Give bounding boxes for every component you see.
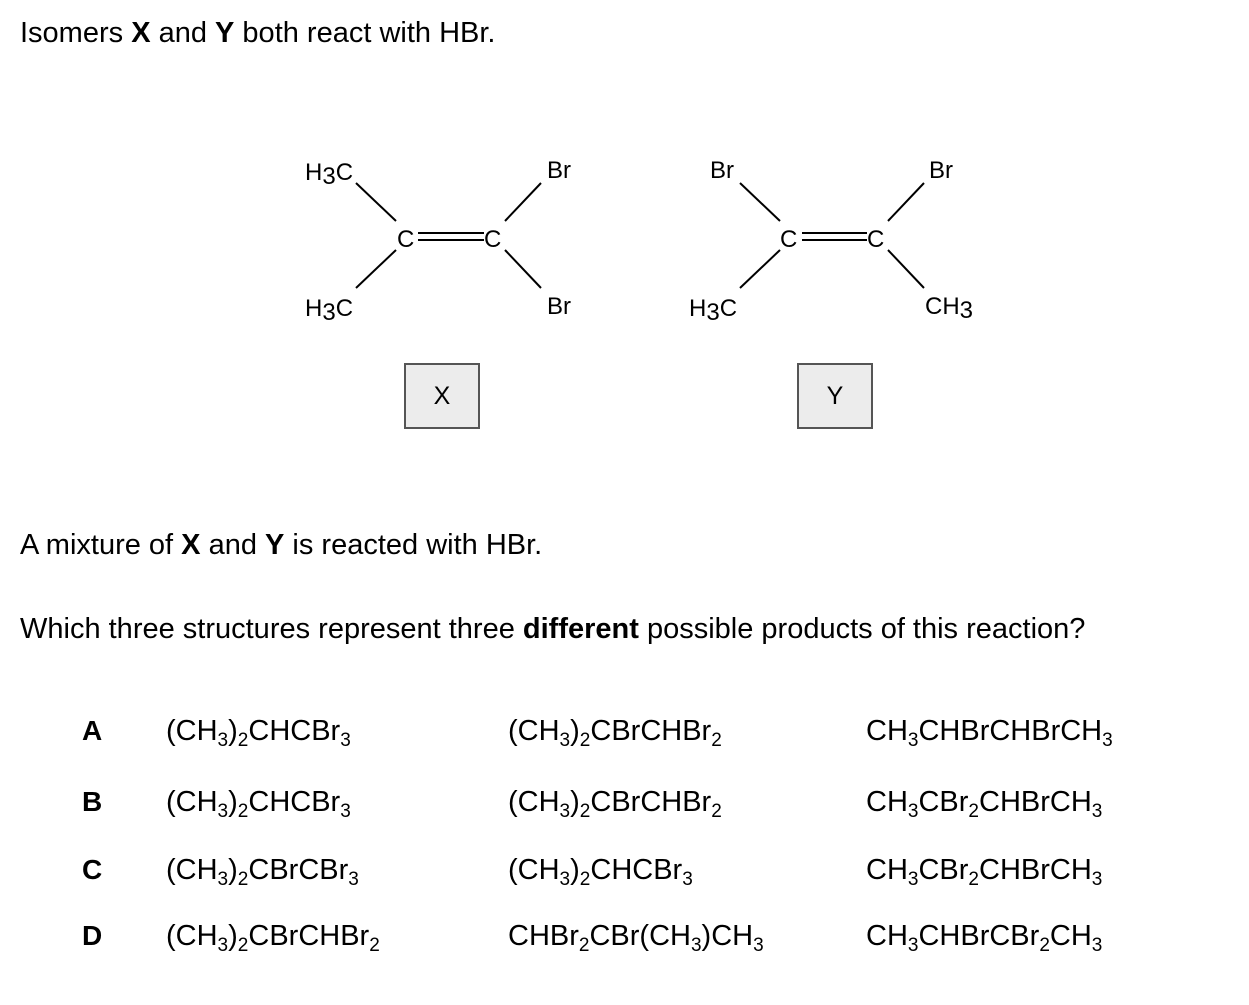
option-c[interactable]: C (CH3)2CBrCBr3 (CH3)2CHCBr3 CH3CBr2CHBr… [0, 854, 1249, 904]
isomer-y-label: Y [797, 363, 873, 429]
x-bond-bottom-left [355, 249, 397, 289]
option-letter: A [82, 715, 103, 746]
question-emphasis: different [522, 613, 639, 645]
question-part: Which three structures represent three [20, 613, 523, 645]
y-top-left-group: Br [710, 157, 734, 184]
isomer-x-label: X [404, 363, 480, 429]
structure-x: H3C H3C Br Br C C [305, 157, 571, 326]
question-part: possible products of this reaction? [638, 613, 1086, 645]
formula: CH3CHBrCBr2CH3 [866, 920, 1103, 956]
question-text: Which three structures represent three d… [20, 615, 1085, 644]
y-bottom-left-group: H3C [689, 295, 737, 326]
isomer-x-ref: X [131, 17, 151, 49]
formula: CH3CHBrCHBrCH3 [866, 715, 1113, 751]
formula: (CH3)2CBrCBr3 [166, 854, 359, 890]
x-bottom-right-group: Br [547, 293, 571, 320]
option-a[interactable]: A (CH3)2CHCBr3 (CH3)2CBrCHBr2 CH3CHBrCHB… [0, 715, 1249, 765]
formula: CH3CBr2CHBrCH3 [866, 786, 1103, 822]
option-letter: D [82, 920, 103, 951]
option-d[interactable]: D (CH3)2CBrCHBr2 CHBr2CBr(CH3)CH3 CH3CHB… [0, 920, 1249, 970]
mixture-text: A mixture of X and Y is reacted with HBr… [20, 531, 542, 560]
option-letter: C [82, 854, 103, 885]
y-bond-bottom-right [887, 249, 925, 289]
formula: (CH3)2CHCBr3 [166, 786, 351, 822]
y-carbon-1: C [780, 226, 797, 253]
mixture-part: A mixture of [20, 529, 182, 561]
formula: (CH3)2CBrCHBr2 [508, 715, 722, 751]
formula: (CH3)2CHCBr3 [166, 715, 351, 751]
x-top-left-group: H3C [305, 159, 353, 190]
formula: (CH3)2CBrCHBr2 [166, 920, 380, 956]
x-top-right-group: Br [547, 157, 571, 184]
isomer-x-ref: X [181, 529, 201, 561]
option-letter: B [82, 786, 103, 817]
intro-part: and [150, 17, 216, 49]
intro-text: Isomers X and Y both react with HBr. [20, 19, 496, 48]
x-carbon-1: C [397, 226, 414, 253]
option-b[interactable]: B (CH3)2CHCBr3 (CH3)2CBrCHBr2 CH3CBr2CHB… [0, 786, 1249, 836]
intro-part: Isomers [20, 17, 132, 49]
y-top-right-group: Br [929, 157, 953, 184]
y-bond-top-right [887, 182, 925, 222]
x-bond-top-left [355, 182, 397, 222]
structure-y: Br H3C Br CH3 C C [689, 157, 973, 326]
x-bottom-left-group: H3C [305, 295, 353, 326]
isomer-y-ref: Y [215, 17, 235, 49]
formula: (CH3)2CBrCHBr2 [508, 786, 722, 822]
mixture-part: and [200, 529, 266, 561]
mixture-part: is reacted with HBr. [284, 529, 543, 561]
formula: CHBr2CBr(CH3)CH3 [508, 920, 764, 956]
x-bond-bottom-right [504, 249, 542, 289]
x-carbon-2: C [484, 226, 501, 253]
intro-part: both react with HBr. [234, 17, 496, 49]
y-bottom-right-group: CH3 [925, 293, 973, 324]
isomer-y-ref: Y [265, 529, 285, 561]
y-carbon-2: C [867, 226, 884, 253]
x-bond-top-right [504, 182, 542, 222]
formula: (CH3)2CHCBr3 [508, 854, 693, 890]
y-bond-bottom-left [739, 249, 781, 289]
y-bond-top-left [739, 182, 781, 222]
formula: CH3CBr2CHBrCH3 [866, 854, 1103, 890]
isomer-structures-diagram: H3C H3C Br Br C C Br H3C Br CH3 C C [305, 157, 973, 326]
